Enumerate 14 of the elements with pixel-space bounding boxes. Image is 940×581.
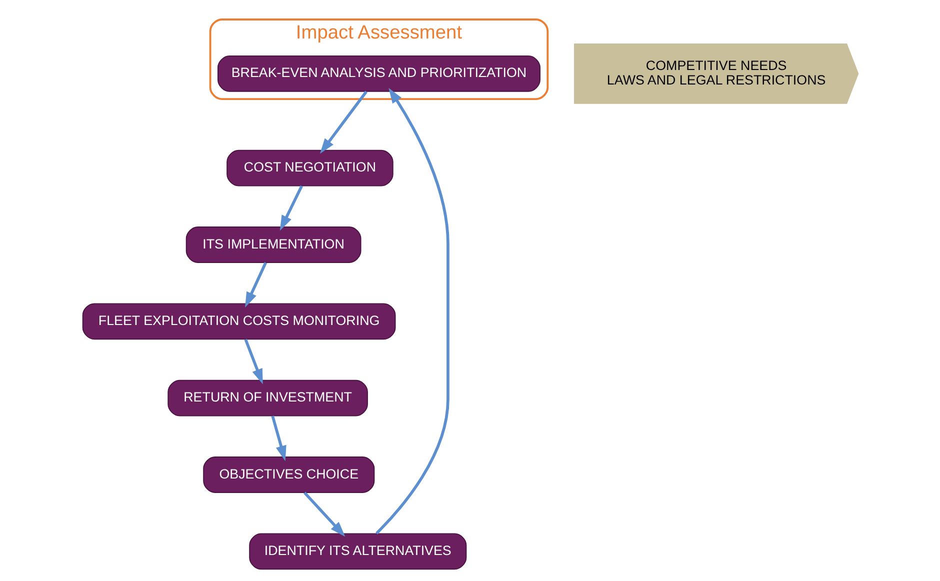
node-box: BREAK-EVEN ANALYSIS AND PRIORITIZATION xyxy=(216,55,540,92)
arrow xyxy=(270,416,286,462)
node-box: COST NEGOTIATION xyxy=(226,150,393,186)
node-box: IDENTIFY ITS ALTERNATIVES xyxy=(248,533,466,570)
arrow xyxy=(319,90,367,154)
arrow xyxy=(244,262,267,308)
arrow xyxy=(375,88,449,534)
node-box: ITS IMPLEMENTATION xyxy=(185,226,361,263)
arrow xyxy=(244,338,262,384)
node-box: OBJECTIVES CHOICE xyxy=(202,456,374,493)
node-box: RETURN OF INVESTMENT xyxy=(167,380,368,416)
arrow xyxy=(302,492,345,537)
node-box: FLEET EXPLOITATION COSTS MONITORING xyxy=(82,303,396,340)
arrow xyxy=(279,185,302,231)
